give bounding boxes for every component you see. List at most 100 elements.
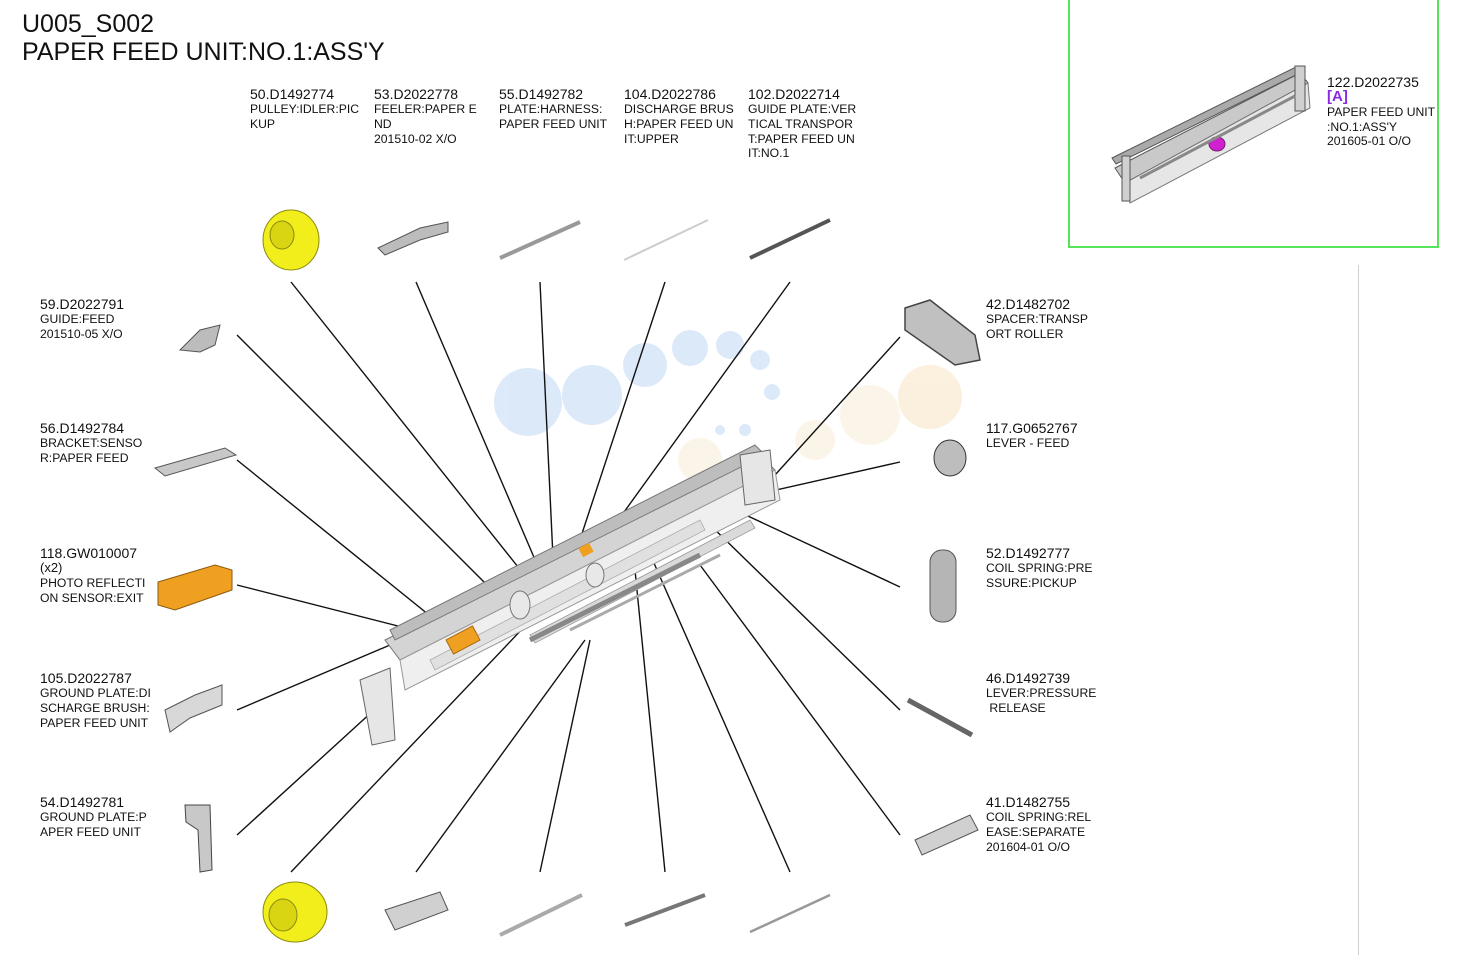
part-label-105[interactable]: 105.D2022787 GROUND PLATE:DI SCHARGE BRU…: [40, 670, 151, 730]
part-desc: SSURE:PICKUP: [986, 575, 1077, 590]
part-desc: ORT ROLLER: [986, 326, 1064, 341]
part-number: 118.GW010007: [40, 545, 138, 561]
part-desc: APER FEED UNIT: [40, 824, 141, 839]
part-number: 50.D1492774: [250, 86, 335, 102]
part-label-104[interactable]: 104.D2022786 DISCHARGE BRUS H:PAPER FEED…: [624, 86, 734, 146]
part-55-plate-icon: [499, 220, 581, 260]
part-number: 117.G0652767: [986, 420, 1078, 436]
part-number: 53.D2022778: [374, 86, 459, 102]
part-desc: PAPER FEED UNIT: [1327, 104, 1436, 119]
part-desc: 201510-05 X/O: [40, 326, 123, 341]
part-qty: (x2): [40, 560, 63, 575]
part-desc: COIL SPRING:PRE: [986, 561, 1093, 575]
assembly-thumbnail: [1111, 65, 1311, 204]
part-118-sensor-icon: [157, 564, 233, 611]
part-46-lever-icon: [906, 697, 974, 738]
part-number: 54.D1492781: [40, 794, 125, 810]
part-desc: DISCHARGE BRUS: [624, 102, 734, 116]
part-pulley-bottom-icon: [262, 881, 328, 943]
part-desc: KUP: [250, 116, 276, 131]
part-42-spacer-icon: [904, 299, 981, 366]
part-56-bracket-icon: [153, 447, 238, 477]
part-desc: PAPER FEED UNIT: [499, 116, 608, 131]
part-desc: 201604-01 O/O: [986, 839, 1071, 854]
part-label-56[interactable]: 56.D1492784 BRACKET:SENSO R:PAPER FEED: [40, 420, 142, 466]
part-label-41[interactable]: 41.D1482755 COIL SPRING:REL EASE:SEPARAT…: [986, 794, 1091, 854]
part-desc: BRACKET:SENSO: [40, 436, 143, 450]
part-label-42[interactable]: 42.D1482702 SPACER:TRANSP ORT ROLLER: [986, 296, 1088, 342]
part-59-guide-icon: [178, 324, 221, 353]
part-50-pulley-icon: [262, 209, 320, 271]
part-desc: FEELER:PAPER E: [374, 102, 477, 116]
part-label-117[interactable]: 117.G0652767 LEVER - FEED: [986, 420, 1078, 451]
part-number: 41.D1482755: [986, 794, 1071, 810]
part-number: 104.D2022786: [624, 86, 716, 102]
part-label-50[interactable]: 50.D1492774 PULLEY:IDLER:PIC KUP: [250, 86, 359, 132]
part-number: 56.D1492784: [40, 420, 125, 436]
part-117-lever-icon: [933, 439, 967, 477]
part-desc: TICAL TRANSPOR: [748, 116, 853, 131]
part-desc: ND: [374, 116, 392, 131]
part-desc: PHOTO REFLECTI: [40, 575, 146, 590]
part-label-46[interactable]: 46.D1492739 LEVER:PRESSURE RELEASE: [986, 670, 1096, 716]
part-desc: :NO.1:ASS'Y: [1327, 119, 1398, 134]
main-assembly: [359, 444, 781, 746]
part-number: 46.D1492739: [986, 670, 1071, 686]
part-desc: IT:UPPER: [624, 131, 679, 146]
part-desc: PAPER FEED UNIT: [40, 715, 149, 730]
part-desc: R:PAPER FEED: [40, 450, 129, 465]
part-desc: PLATE:HARNESS:: [499, 102, 603, 116]
part-desc: GROUND PLATE:DI: [40, 686, 151, 700]
part-number: 105.D2022787: [40, 670, 132, 686]
part-desc: PULLEY:IDLER:PIC: [250, 102, 360, 116]
part-desc: RELEASE: [986, 700, 1046, 715]
part-desc: T:PAPER FEED UN: [748, 131, 855, 146]
part-number: 102.D2022714: [748, 86, 840, 102]
part-52-coil-spring-icon: [929, 549, 957, 623]
part-label-59[interactable]: 59.D2022791 GUIDE:FEED 201510-05 X/O: [40, 296, 124, 342]
part-label-118[interactable]: 118.GW010007 (x2) PHOTO REFLECTI ON SENS…: [40, 545, 145, 605]
part-104-brush-icon: [623, 219, 709, 261]
assembly-inset[interactable]: 122.D2022735 [A] PAPER FEED UNIT :NO.1:A…: [1068, 0, 1439, 248]
part-desc: 201605-01 O/O: [1327, 134, 1412, 149]
part-desc: LEVER - FEED: [986, 436, 1070, 450]
part-bracket-bottom-icon: [624, 893, 706, 927]
part-label-53[interactable]: 53.D2022778 FEELER:PAPER E ND 201510-02 …: [374, 86, 477, 146]
part-label-52[interactable]: 52.D1492777 COIL SPRING:PRE SSURE:PICKUP: [986, 545, 1093, 591]
part-number: 42.D1482702: [986, 296, 1071, 312]
part-desc: H:PAPER FEED UN: [624, 116, 734, 131]
assembly-tag: [A]: [1327, 88, 1348, 105]
page-title: U005_S002 PAPER FEED UNIT:NO.1:ASS'Y: [22, 10, 385, 66]
part-number: 122.D2022735: [1327, 74, 1419, 90]
part-53-feeler-icon: [377, 221, 449, 256]
leader-lines: [236, 281, 901, 873]
part-spring-bottom-icon: [384, 891, 449, 931]
part-102-guide-plate-icon: [749, 218, 831, 260]
divider-line: [1358, 265, 1359, 955]
part-shaft-bottom-icon: [499, 893, 583, 937]
part-number: 52.D1492777: [986, 545, 1071, 561]
part-desc: 201510-02 X/O: [374, 131, 457, 146]
part-desc: ON SENSOR:EXIT: [40, 590, 144, 605]
part-desc: SPACER:TRANSP: [986, 312, 1089, 326]
part-desc: LEVER:PRESSURE: [986, 686, 1097, 700]
part-desc: COIL SPRING:REL: [986, 810, 1092, 824]
part-105-ground-plate-icon: [164, 684, 223, 733]
page-code: U005_S002: [22, 10, 155, 38]
part-desc: GROUND PLATE:P: [40, 810, 147, 824]
part-desc: GUIDE PLATE:VER: [748, 102, 857, 116]
part-desc: EASE:SEPARATE: [986, 824, 1086, 839]
part-desc: IT:NO.1: [748, 146, 790, 161]
part-number: 59.D2022791: [40, 296, 125, 312]
part-label-54[interactable]: 54.D1492781 GROUND PLATE:P APER FEED UNI…: [40, 794, 147, 840]
part-label-122: 122.D2022735 [A] PAPER FEED UNIT :NO.1:A…: [1327, 74, 1435, 149]
part-label-102[interactable]: 102.D2022714 GUIDE PLATE:VER TICAL TRANS…: [748, 86, 856, 161]
part-label-55[interactable]: 55.D1492782 PLATE:HARNESS: PAPER FEED UN…: [499, 86, 607, 132]
part-shaft-bottom-2-icon: [749, 893, 831, 934]
part-number: 55.D1492782: [499, 86, 584, 102]
part-desc: SCHARGE BRUSH:: [40, 700, 150, 715]
page-subtitle: PAPER FEED UNIT:NO.1:ASS'Y: [22, 38, 385, 66]
part-41-coil-spring-icon: [914, 814, 979, 856]
part-54-ground-plate-icon: [184, 804, 213, 873]
